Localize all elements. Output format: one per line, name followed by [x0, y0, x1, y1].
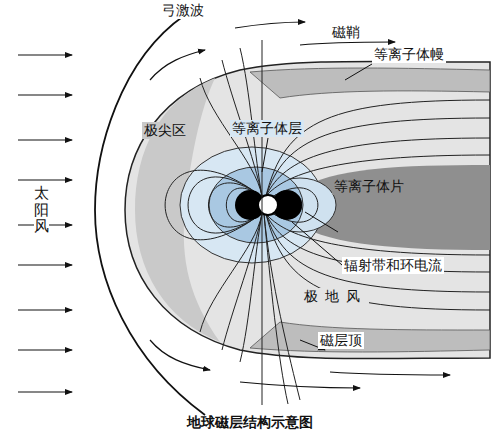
- axis-line: [262, 40, 263, 405]
- solar-wind-arrow: [18, 391, 72, 392]
- outer-magnetosphere: [180, 147, 324, 263]
- sheath-flow-arrow: [235, 22, 305, 28]
- region-label: 磁鞘: [330, 24, 362, 41]
- cusp-line: [222, 214, 262, 350]
- region-label: 极尖区: [142, 122, 188, 139]
- solar-wind-arrow: [18, 179, 72, 180]
- region-label: 辐射带和环电流: [342, 257, 444, 274]
- sheath-flow-arrow: [150, 50, 205, 80]
- solar-wind-arrow: [18, 309, 72, 310]
- region-label: 等离子体层: [230, 120, 304, 137]
- cusp-line: [240, 214, 262, 362]
- region-label: 磁层顶: [318, 332, 364, 349]
- solar-wind-arrow: [18, 264, 72, 265]
- field-line: [266, 138, 490, 196]
- leader-line: [345, 64, 372, 80]
- region-label: 太阳风: [34, 185, 49, 235]
- region-label: 弓激波: [160, 2, 206, 19]
- leader-line: [262, 138, 268, 172]
- cusp-line: [200, 214, 262, 332]
- sheath-flow-arrow: [150, 340, 210, 370]
- region-label: 极地风: [302, 288, 369, 305]
- leader-line: [305, 212, 338, 232]
- field-line: [266, 155, 490, 196]
- polar-wind-line: [264, 214, 300, 400]
- plasma-mantle-north: [250, 68, 490, 98]
- field-line: [266, 214, 490, 292]
- solar-wind-arrow: [18, 94, 72, 95]
- sheath-flow-arrow: [240, 382, 360, 388]
- field-line: [266, 214, 490, 310]
- solar-wind-arrow: [18, 349, 72, 350]
- leader-line: [292, 222, 342, 265]
- region-label: 等离子体幔: [372, 46, 446, 63]
- caption: 地球磁层结构示意图: [185, 414, 315, 431]
- sheath-flow-arrow: [330, 372, 450, 375]
- field-line: [266, 214, 490, 255]
- solar-wind-arrow: [18, 54, 72, 55]
- region-label: 等离子体片: [332, 178, 406, 195]
- cusp-line: [200, 78, 262, 196]
- plasma-mantle-south: [250, 322, 490, 352]
- sheath-flow-arrow: [300, 42, 395, 45]
- bow-shock: [95, 15, 205, 415]
- field-line: [266, 100, 490, 196]
- earth: [258, 195, 278, 215]
- solar-wind-arrow: [18, 139, 72, 140]
- magnetopause: [125, 61, 490, 358]
